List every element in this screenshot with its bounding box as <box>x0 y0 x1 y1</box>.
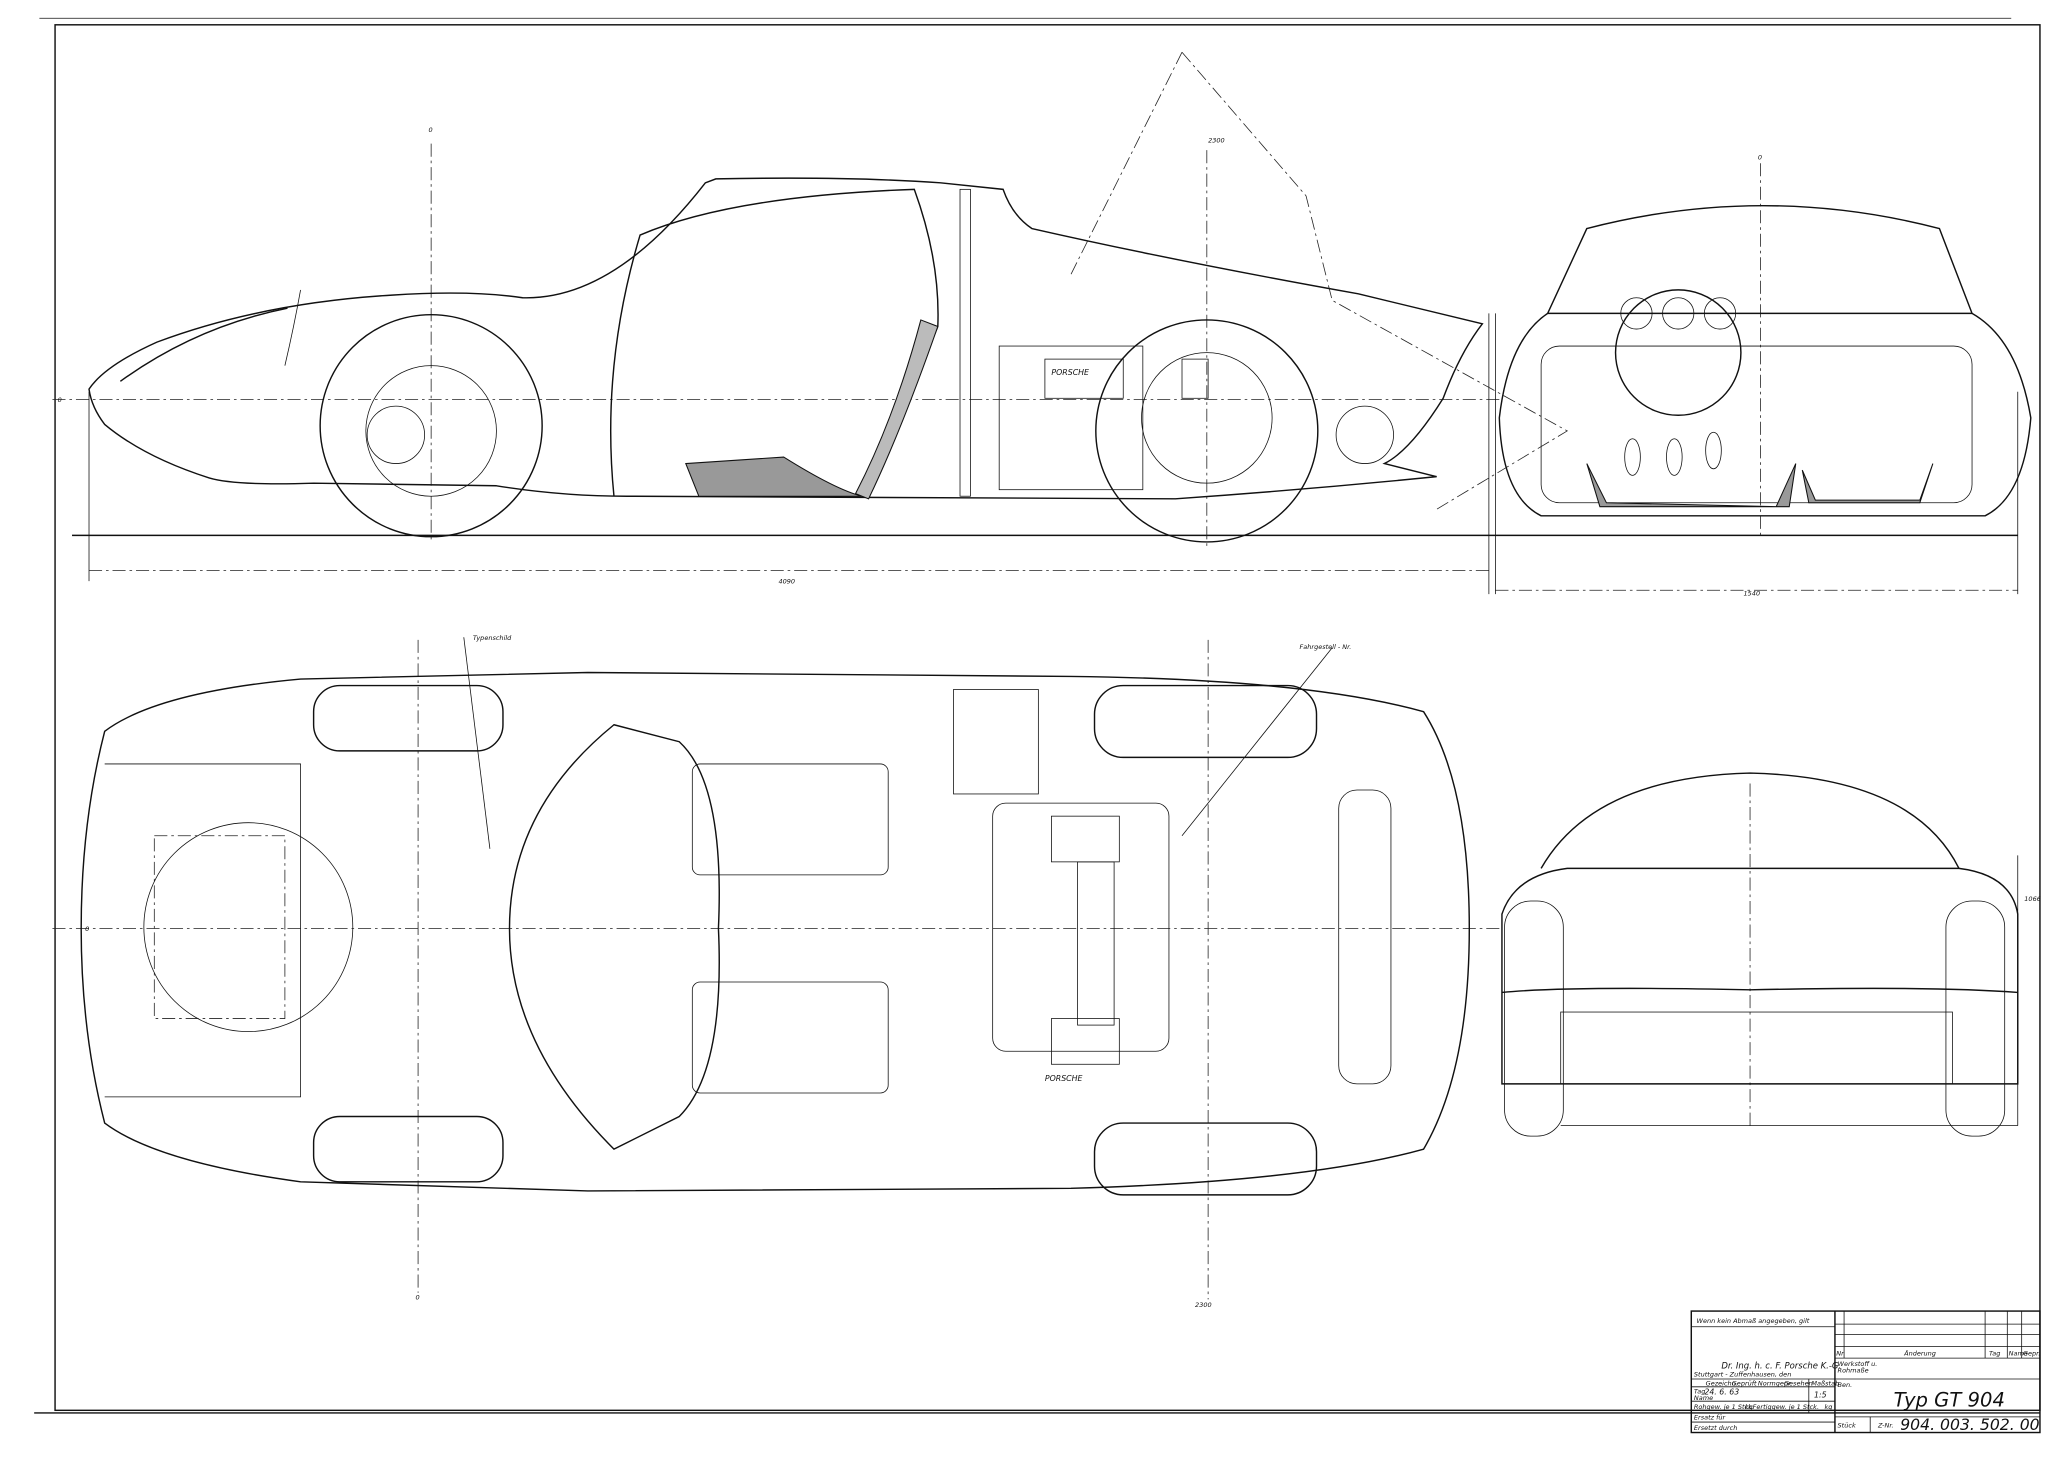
datum-mark-top: 0 <box>415 1293 419 1301</box>
drawn-date: 24. 6. 63 <box>1704 1388 1739 1397</box>
drawing-number: 904. 003. 502. 00 <box>1900 1415 2039 1434</box>
header-scale: Maßstab <box>1811 1380 1839 1388</box>
top-view: PORSCHE Typenschild Fahrgestell - Nr. 0 … <box>52 634 1502 1309</box>
callout-chassis-number: Fahrgestell - Nr. <box>1300 643 1352 651</box>
company-name: Dr. Ing. h. c. F. Porsche K.-G. <box>1721 1361 1841 1371</box>
dimension-overall-length: 4090 <box>779 578 796 586</box>
header-seen: Gesehen <box>1784 1380 1813 1388</box>
dimension-height: 1066 <box>2024 895 2041 903</box>
dimension-track-width: 1540 <box>1744 589 1761 597</box>
finished-weight-label: Fertiggew. je 1 Stck. <box>1753 1403 1819 1411</box>
revision-header-name: Name <box>2009 1349 2028 1357</box>
replaces-label: Ersatz für <box>1694 1413 1727 1421</box>
datum-mark-front-view: 0 <box>1758 153 1762 161</box>
scale-value: 1:5 <box>1814 1390 1827 1399</box>
rear-view: 1066 <box>1501 772 2041 1137</box>
drawing-title: Typ GT 904 <box>1894 1388 2005 1411</box>
material-label: Werkstoff u. <box>1838 1360 1878 1368</box>
revision-header-change: Änderung <box>1903 1348 1936 1357</box>
raw-weight-label: Rohgew. je 1 Stck. <box>1694 1403 1754 1411</box>
revision-header-nr: Nr <box>1836 1349 1845 1357</box>
header-standards: Normgepr. <box>1758 1380 1792 1388</box>
revision-header-checked: Gepr. <box>2023 1349 2040 1357</box>
designation-label: Ben. <box>1838 1381 1853 1389</box>
side-view: PORSCHE 4090 1540 2300 0 0 <box>52 51 2019 597</box>
raw-dims-label: Rohmaße <box>1838 1366 1869 1374</box>
callout-type-plate: Typenschild <box>473 634 512 642</box>
company-location: Stuttgart - Zuffenhausen, den <box>1694 1370 1791 1378</box>
front-view: 0 <box>1498 153 2032 536</box>
header-drawn: Gezeichn. <box>1706 1380 1738 1388</box>
dimension-wheelbase: 2300 <box>1208 136 1225 144</box>
raw-weight-unit: kg <box>1745 1403 1753 1411</box>
finished-weight-unit: kg <box>1824 1403 1832 1411</box>
engine-lettering-side: PORSCHE <box>1051 368 1089 377</box>
title-block: Wenn kein Abmaß angegeben, gilt Dr. Ing.… <box>1690 1310 2041 1434</box>
datum-mark-front: 0 <box>429 126 433 134</box>
replaced-by-label: Ersetzt durch <box>1694 1424 1737 1432</box>
drawing-frame <box>34 17 2041 1414</box>
header-checked: Geprüft <box>1732 1380 1757 1388</box>
quantity-label: Stück <box>1838 1421 1856 1429</box>
tolerance-note: Wenn kein Abmaß angegeben, gilt <box>1697 1317 1810 1325</box>
engine-lettering-top-bottom: PORSCHE <box>1045 1074 1083 1083</box>
drawing-number-label: Z-Nr. <box>1877 1421 1894 1429</box>
dimension-wheelbase-top: 2300 <box>1195 1301 1212 1309</box>
row-label-name: Name <box>1694 1394 1713 1402</box>
datum-mark-side: 0 <box>58 396 62 404</box>
revision-header-date: Tag <box>1989 1349 2000 1357</box>
datum-mark-top-side: 0 <box>85 925 89 933</box>
row-label-date: Tag <box>1694 1387 1705 1395</box>
